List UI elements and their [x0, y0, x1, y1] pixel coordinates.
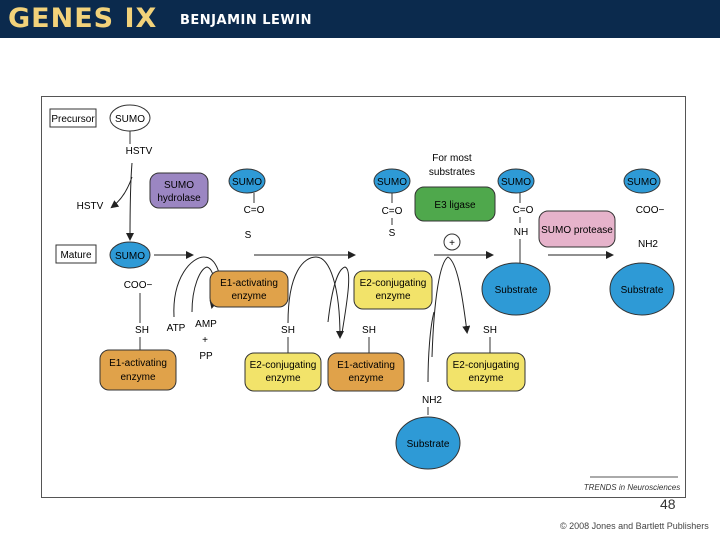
e1-e2-transfer-arrow — [287, 256, 344, 339]
sumo-hydrolase-enzyme — [149, 172, 209, 209]
hstv-left-label: HSTV — [77, 201, 104, 212]
e3-ligase-label: E3 ligase — [434, 200, 476, 211]
e1-enzyme-free — [99, 349, 177, 391]
header-bar: GENES IX BENJAMIN LEWIN — [0, 0, 720, 38]
substrate-released — [609, 262, 675, 316]
nh2-label-bottom: NH2 — [422, 395, 442, 406]
nh2-label-right: NH2 — [638, 239, 658, 250]
hstv-release-arrow — [110, 176, 133, 209]
e1-activated-line2: enzyme — [231, 291, 266, 302]
sumo-e1-label: SUMO — [232, 177, 262, 188]
for-most-line1: For most — [432, 153, 472, 164]
amp-label: AMP — [195, 319, 217, 330]
mature-label: Mature — [60, 250, 92, 261]
c-eq-o-label-1: C=O — [244, 205, 265, 216]
substrate-free — [395, 416, 461, 470]
sumo-substrate — [497, 168, 535, 194]
sh-label-3: SH — [362, 325, 376, 336]
s-label-1: S — [245, 230, 252, 241]
e1-released-line1: E1-activating — [337, 360, 395, 371]
e1-enzyme-activated — [209, 270, 289, 308]
sumo-precursor-label: SUMO — [115, 114, 145, 125]
e2-free-line1: E2-conjugating — [250, 360, 317, 371]
plus-circle-label: + — [449, 238, 455, 249]
substrate-free-label: Substrate — [407, 439, 450, 450]
e2-charged-line1: E2-conjugating — [360, 278, 427, 289]
e2-enzyme-released — [446, 352, 526, 392]
e1-release-arrow — [327, 266, 350, 334]
sumo-hydrolase-line2: hydrolase — [157, 193, 201, 204]
mature-label-box — [55, 244, 97, 264]
precursor-label: Precursor — [51, 114, 95, 125]
c-eq-o-label-2: C=O — [382, 206, 403, 217]
e2-enzyme-charged — [353, 270, 433, 310]
hstv-top-label: HSTV — [126, 146, 153, 157]
sumo-e1 — [228, 168, 266, 194]
e1-enzyme-released — [327, 352, 405, 392]
substrate-input-arrow — [427, 311, 435, 383]
atp-label: ATP — [167, 323, 186, 334]
e2-enzyme-free — [244, 352, 322, 392]
sumo-mature-label: SUMO — [115, 251, 145, 262]
e2-charged-line2: enzyme — [375, 291, 410, 302]
plus-label: + — [202, 335, 208, 346]
page-number: 48 — [660, 496, 676, 512]
e2-free-line2: enzyme — [265, 373, 300, 384]
pp-label: PP — [199, 351, 213, 362]
sumo-pathway-diagram: Precursor Mature SUMO HSTV HSTV SUMO hyd… — [49, 104, 680, 492]
s-label-2: S — [389, 228, 396, 239]
substrate-sumoylated-label: Substrate — [495, 285, 538, 296]
sumo-e2-label: SUMO — [377, 177, 407, 188]
e3-ligase-enzyme — [414, 186, 496, 222]
precursor-label-box — [49, 108, 97, 128]
c-eq-o-label-3: C=O — [513, 205, 534, 216]
sumo-protease-label: SUMO protease — [541, 225, 613, 236]
sumo-protease-enzyme — [538, 210, 616, 248]
sh-label-4: SH — [483, 325, 497, 336]
book-title: GENES IX — [8, 3, 158, 34]
e1-free-line2: enzyme — [120, 372, 155, 383]
substrate-released-label: Substrate — [621, 285, 664, 296]
trends-credit: TRENDS in Neurosciences — [584, 483, 680, 492]
e1-activated-line1: E1-activating — [220, 278, 278, 289]
copyright-notice: © 2008 Jones and Bartlett Publishers — [560, 521, 709, 531]
for-most-line2: substrates — [429, 167, 475, 178]
sumo-hydrolase-line1: SUMO — [164, 180, 194, 191]
diagram-frame: Precursor Mature SUMO HSTV HSTV SUMO hyd… — [41, 96, 686, 498]
e1-released-line2: enzyme — [348, 373, 383, 384]
sumo-substrate-label: SUMO — [501, 177, 531, 188]
sumo-released — [623, 168, 661, 194]
maturation-arrow — [126, 162, 135, 241]
coo-left-label: COO− — [124, 280, 153, 291]
nh-label: NH — [514, 227, 528, 238]
e1-free-line1: E1-activating — [109, 358, 167, 369]
sh-label-2: SH — [281, 325, 295, 336]
substrate-sumoylated — [481, 262, 551, 316]
plus-circle — [443, 233, 461, 251]
sumo-mature — [109, 241, 151, 269]
e2-released-line2: enzyme — [468, 373, 503, 384]
e2-release-arrow — [431, 256, 471, 358]
coo-right-label: COO− — [636, 205, 665, 216]
book-author: BENJAMIN LEWIN — [180, 13, 312, 28]
e2-released-line1: E2-conjugating — [453, 360, 520, 371]
sumo-released-label: SUMO — [627, 177, 657, 188]
sh-label-1: SH — [135, 325, 149, 336]
